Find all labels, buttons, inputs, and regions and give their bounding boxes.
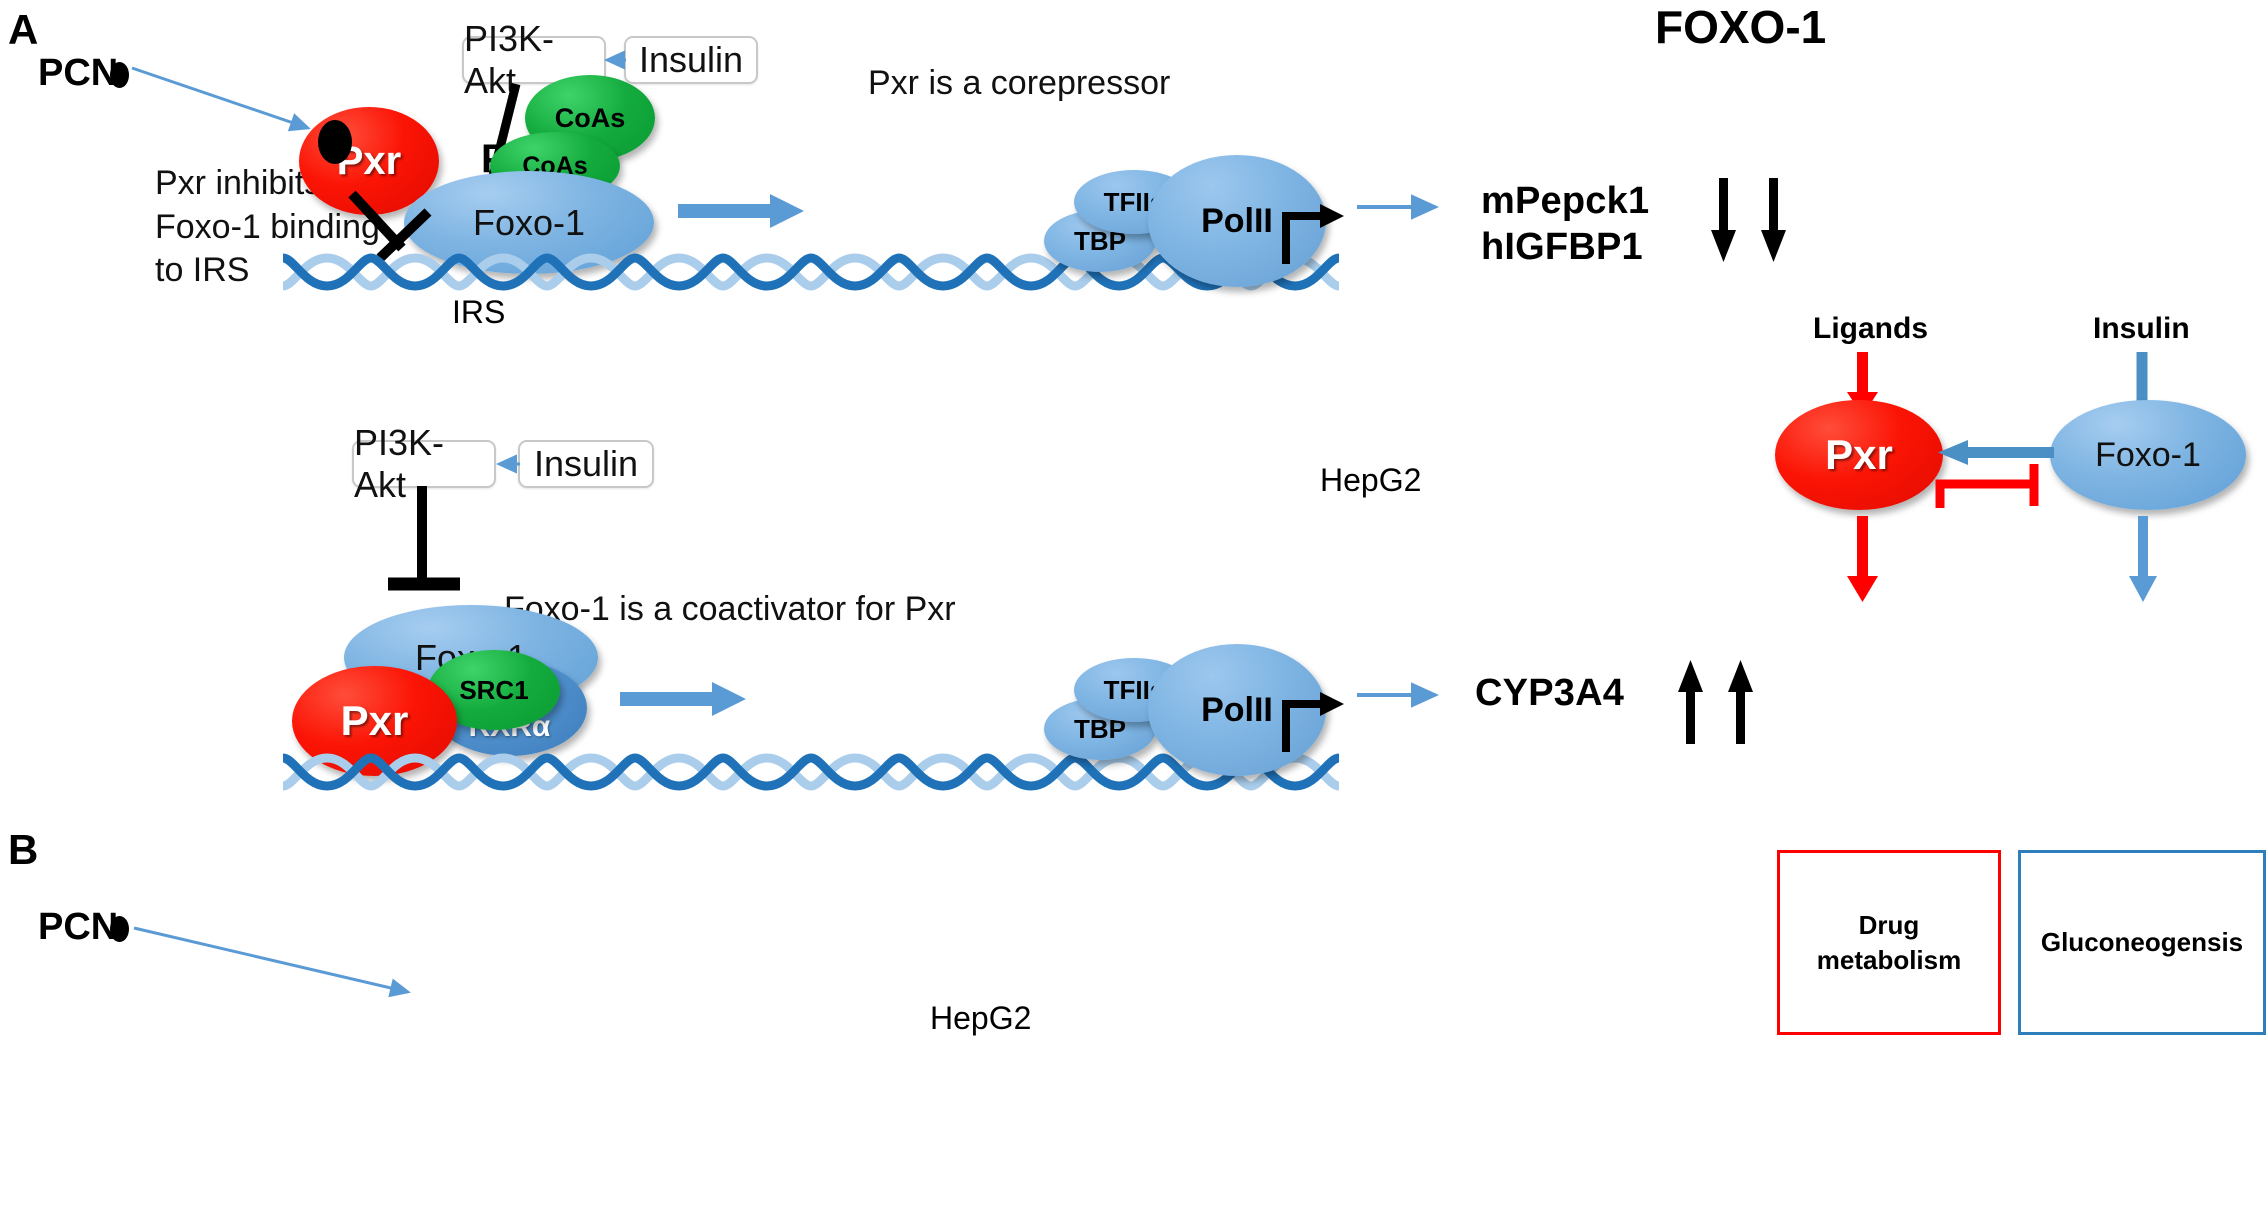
right-panel-pxr: Pxr bbox=[1775, 400, 1943, 510]
panel-b-polii: PolII bbox=[1148, 644, 1326, 776]
panel-a-letter: A bbox=[8, 6, 39, 53]
panel-b-pi3k-box[interactable]: PI3K-Akt bbox=[352, 422, 496, 505]
panel-b-transcription-start-icon bbox=[1282, 692, 1344, 752]
panel-a-output-arrow bbox=[1357, 194, 1439, 220]
panel-a-downregulation-icons bbox=[1711, 178, 1786, 262]
panel-a-ligand-icon bbox=[110, 62, 129, 88]
panel-b-insulin-arrow bbox=[496, 454, 520, 474]
panel-a-transcription-arrow bbox=[678, 194, 804, 228]
panel-a-insulin-box[interactable]: Insulin bbox=[624, 36, 758, 84]
right-panel-foxo1-to-gluconeogenesis-arrow bbox=[2129, 516, 2157, 602]
right-panel-insulin-label: Insulin bbox=[2093, 312, 2190, 345]
panel-a-target-1: mPepck1 bbox=[1481, 180, 1650, 222]
panel-b-dna-helix bbox=[281, 753, 1341, 791]
panel-b-upregulation-icons bbox=[1678, 660, 1753, 744]
panel-b-pi3k-inhibition bbox=[388, 486, 460, 591]
panel-b-transcription-arrow bbox=[620, 682, 746, 716]
panel-a-pxr-bound-ligand-icon bbox=[318, 120, 352, 164]
panel-a-pxr: Pxr bbox=[299, 107, 439, 215]
panel-b-pcn-arrow bbox=[133, 926, 411, 998]
panel-a-dna-element-label: IRS bbox=[452, 294, 506, 330]
panel-a-pxr-inhibition-bar bbox=[348, 190, 432, 262]
panel-a-pcn-arrow bbox=[131, 66, 311, 132]
panel-b-insulin-box[interactable]: Insulin bbox=[518, 440, 654, 488]
panel-b-src1: SRC1 bbox=[428, 650, 560, 730]
panel-b-output-arrow bbox=[1357, 682, 1439, 708]
panel-b-cell-line: HepG2 bbox=[930, 1000, 1032, 1036]
panel-a-mechanism-note: Pxr is a corepressor bbox=[868, 64, 1171, 102]
panel-a-insulin-arrow bbox=[604, 50, 626, 70]
panel-b-target-1: CYP3A4 bbox=[1475, 672, 1625, 714]
figure-title: FOXO-1 bbox=[1655, 1, 1827, 53]
panel-a-pcn-label: PCN bbox=[38, 52, 119, 94]
panel-a-transcription-start-icon bbox=[1282, 204, 1344, 264]
right-panel-gluconeogenesis-box: Gluconeogensis bbox=[2018, 850, 2266, 1035]
panel-a-cell-line: HepG2 bbox=[1320, 462, 1422, 498]
panel-b-letter: B bbox=[8, 826, 39, 873]
right-panel-foxo1: Foxo-1 bbox=[2050, 400, 2246, 510]
right-panel-drug-metabolism-box: Drug metabolism bbox=[1777, 850, 2001, 1035]
panel-a-polii: PolII bbox=[1148, 155, 1326, 287]
right-panel-pxr-inhibits-foxo1 bbox=[1935, 464, 2039, 508]
right-panel-foxo1-activates-pxr-arrow bbox=[1938, 440, 2054, 465]
right-panel-pxr-to-drug-metabolism-arrow bbox=[1847, 516, 1878, 602]
panel-b-ligand-icon bbox=[110, 916, 129, 942]
right-panel-ligands-label: Ligands bbox=[1813, 312, 1929, 345]
panel-a-target-2: hIGFBP1 bbox=[1481, 226, 1643, 268]
panel-b-pcn-label: PCN bbox=[38, 906, 119, 948]
panel-a-foxo1: Foxo-1 bbox=[404, 171, 654, 274]
